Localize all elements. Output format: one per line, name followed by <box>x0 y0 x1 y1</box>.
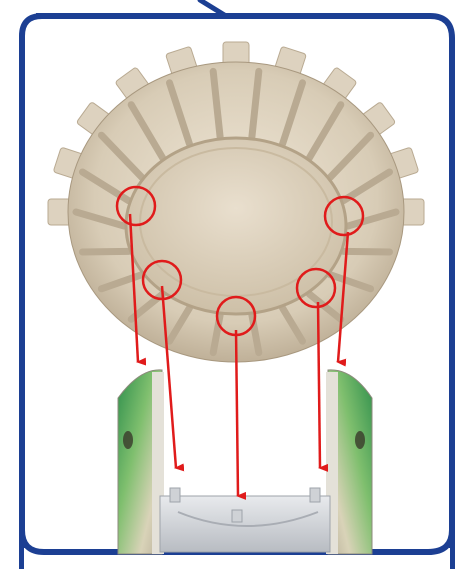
base-peg <box>310 488 320 502</box>
base-peg <box>232 510 242 522</box>
ring-inner-floor <box>126 138 346 314</box>
ring-part <box>48 42 424 362</box>
right-panel-pattern-spot <box>355 431 365 449</box>
left-panel-pattern-spot <box>123 431 133 449</box>
ring-inner-rib <box>83 251 129 252</box>
base-peg <box>170 488 180 502</box>
base-assembly <box>118 370 372 554</box>
base-tray <box>160 496 330 552</box>
ring-inner-rib <box>344 251 390 252</box>
